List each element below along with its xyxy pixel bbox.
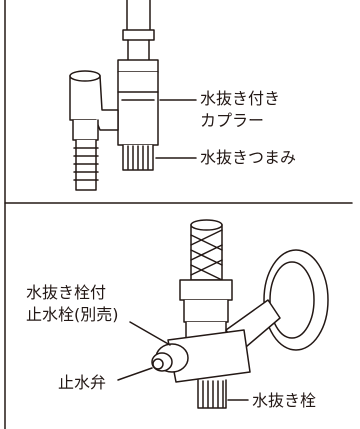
label-valve-line2: 止水栓(別売) [26,305,119,324]
label-drain-knob: 水抜きつまみ [200,148,297,167]
label-drain-plug: 水抜き栓 [252,391,317,410]
label-valve-line1: 水抜き栓付 [26,283,107,302]
leader-valve [129,321,171,346]
leader-stop-valve [117,367,153,381]
label-stop-valve: 止水弁 [58,373,107,392]
coupler-drawing [69,0,197,191]
label-coupler-line1: 水抜き付き [200,89,281,108]
label-coupler-line2: カプラー [200,111,265,130]
valve-drawing [117,219,329,409]
